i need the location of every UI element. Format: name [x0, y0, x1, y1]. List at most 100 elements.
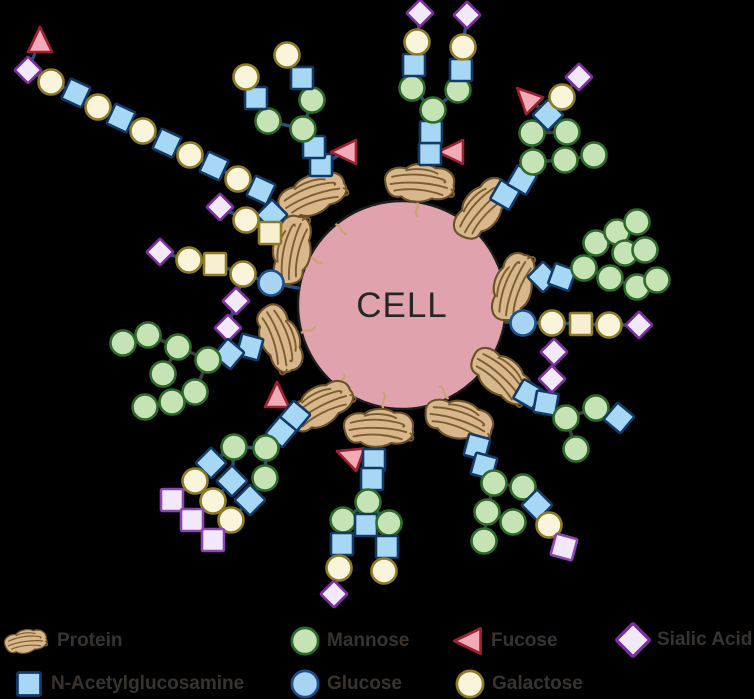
glucose-node	[509, 309, 537, 337]
mannose-node	[570, 254, 598, 282]
sialic-node	[213, 313, 243, 343]
sugar-layer	[13, 0, 671, 609]
mannose-node	[551, 146, 579, 174]
glcnac-node	[448, 57, 474, 83]
mannose-node	[158, 388, 186, 416]
galactose-node	[84, 93, 112, 121]
protein-blob	[342, 407, 415, 448]
glycan-triantennary-bottom-left	[159, 380, 312, 553]
mannose-node	[220, 433, 248, 461]
fucose-node	[515, 86, 545, 116]
fucose-node	[335, 447, 366, 473]
sialic-node	[221, 286, 251, 316]
mannose-node	[623, 208, 651, 236]
mannose-node	[553, 118, 581, 146]
glycan-biantennary-bottom-center	[319, 447, 403, 609]
fucose-node	[26, 25, 54, 54]
mannose-node	[289, 115, 317, 143]
sialic-node	[615, 622, 651, 658]
sialic-node	[537, 364, 567, 394]
glcnac-node	[151, 127, 183, 159]
mannose-node	[181, 378, 209, 406]
protein-blob	[271, 214, 312, 286]
glcnac-node	[532, 389, 560, 417]
galactose-node	[224, 165, 252, 193]
protein-blob	[277, 171, 350, 219]
legend-label-mannose: Mannose	[327, 630, 410, 651]
glycan-hybrid-bottom-right	[462, 432, 579, 562]
galactose-node	[232, 63, 260, 91]
galactose-node	[181, 467, 209, 495]
mannose-node	[251, 464, 279, 492]
mannose-node	[582, 229, 610, 257]
sialic-sq-node	[179, 507, 205, 533]
mannose-node	[419, 96, 447, 124]
protein-blob	[256, 303, 304, 376]
mannose-node	[134, 321, 162, 349]
glcnac-node	[547, 262, 577, 292]
mannose-node	[398, 74, 426, 102]
glcnac-node	[401, 52, 427, 78]
sialic-node	[319, 579, 349, 609]
fucose-node	[452, 627, 482, 655]
mannose-node	[509, 473, 537, 501]
galactose-node	[455, 669, 485, 699]
galactose-node	[403, 28, 431, 56]
galactose-node	[595, 311, 623, 339]
sialic-node	[205, 192, 235, 222]
mannose-node	[354, 488, 382, 516]
mannose-node	[499, 508, 527, 536]
legend-label-glucose: Glucose	[327, 673, 402, 694]
glcnac-node	[215, 464, 249, 498]
protein-blob	[490, 251, 537, 322]
mannose-node	[329, 506, 357, 534]
mannose-node	[194, 346, 222, 374]
galactose-node	[548, 83, 576, 111]
sialic-sq-node	[549, 532, 579, 562]
fucose-icon	[452, 627, 482, 655]
glycan-biantennary-top-right	[398, 0, 482, 167]
glcnac-node	[417, 141, 443, 167]
membrane-squiggle	[414, 201, 420, 218]
mannose-node	[582, 394, 610, 422]
galactose-node	[449, 33, 477, 61]
galactose-node	[370, 557, 398, 585]
mannose-node	[562, 435, 590, 463]
legend-label-protein: Protein	[57, 630, 123, 651]
glucose-icon	[290, 669, 320, 699]
glycan-glycan-right-lower	[512, 337, 636, 463]
legend-item-mannose: Mannose	[288, 619, 409, 663]
legend-item-galactose: Galactose	[453, 662, 583, 699]
sialic-acid-icon	[615, 622, 651, 658]
galactose-node	[232, 206, 260, 234]
glucose-node	[257, 269, 285, 297]
galnac-node	[202, 251, 228, 277]
glcnac-node	[245, 174, 277, 206]
mannose-node	[518, 119, 546, 147]
sialic-node	[624, 310, 654, 340]
sialic-sq-node	[159, 487, 185, 513]
glycan-high-mannose-left	[109, 321, 265, 421]
glcnac-node	[374, 534, 400, 560]
galactose-node	[199, 487, 227, 515]
galactose-node	[325, 554, 353, 582]
glycan-o-glycan-upper-left	[205, 192, 283, 246]
glcnac-node	[359, 466, 385, 492]
mannose-node	[580, 141, 608, 169]
glcnac-node	[289, 65, 315, 91]
mannose-node	[480, 469, 508, 497]
glcnac-node	[329, 531, 355, 557]
legend-item-sialic-acid: Sialic Acid	[614, 618, 752, 662]
galactose-node	[175, 246, 203, 274]
legend-label-fucose: Fucose	[491, 630, 558, 651]
glcnac-icon	[16, 671, 42, 697]
mannose-node	[375, 509, 403, 537]
glycan-glycolipid-left	[145, 237, 285, 343]
galnac-node	[257, 220, 283, 246]
mannose-node	[290, 626, 320, 656]
mannose-node	[473, 498, 501, 526]
sialic-node	[452, 0, 482, 30]
fucose-node	[436, 138, 465, 166]
